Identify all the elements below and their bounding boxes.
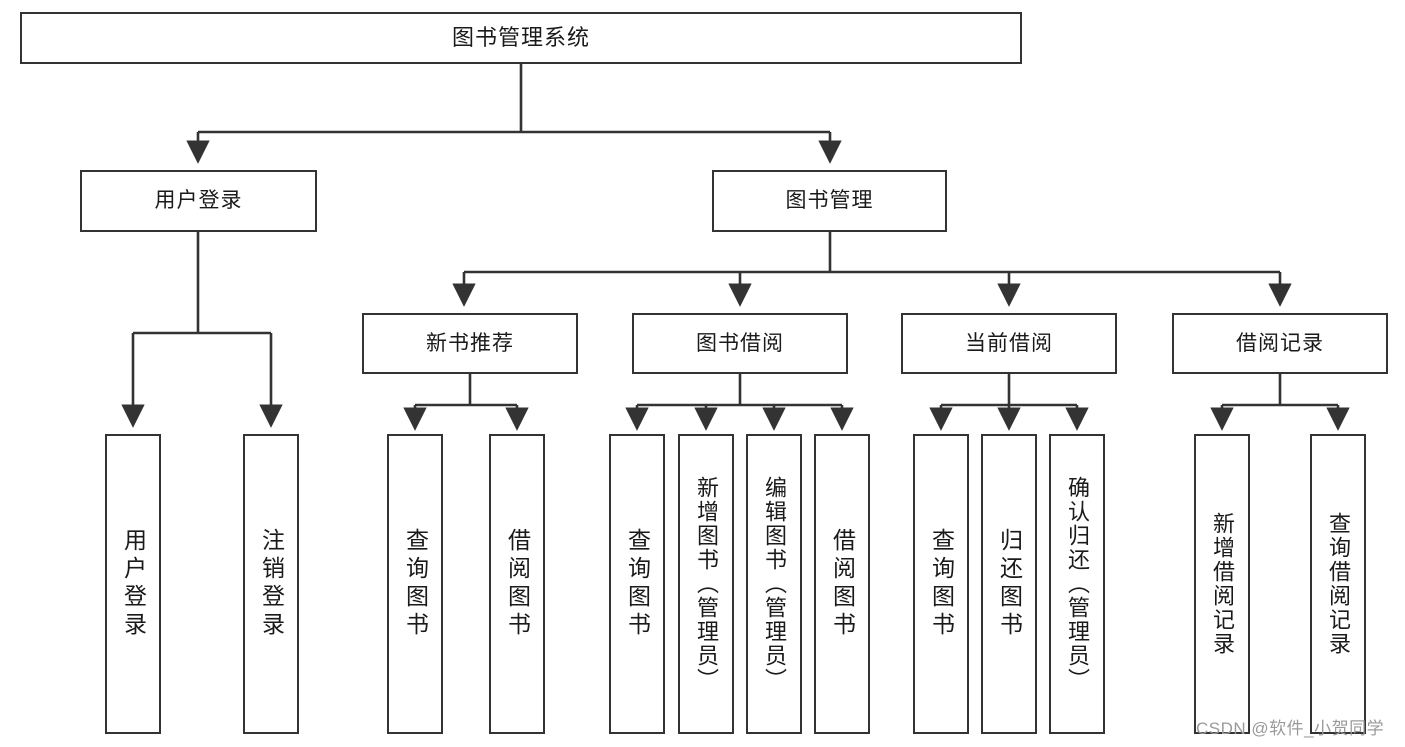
node-label: 查询借阅记录 [1326, 512, 1351, 656]
node-label: 查询图书 [928, 528, 955, 640]
leaf-query-book-borrow[interactable]: 查询图书 [609, 434, 665, 734]
node-label: 当前借阅 [965, 331, 1053, 355]
leaf-query-book-current[interactable]: 查询图书 [913, 434, 969, 734]
node-label: 借阅图书 [504, 528, 531, 640]
node-label: 图书管理 [785, 189, 874, 213]
leaf-query-book-recommend[interactable]: 查询图书 [387, 434, 443, 734]
node-label: 用户登录 [154, 189, 243, 213]
node-user-login[interactable]: 用户登录 [80, 170, 317, 232]
node-book-borrow[interactable]: 图书借阅 [632, 313, 848, 374]
leaf-user-logout[interactable]: 注销登录 [243, 434, 299, 734]
leaf-add-borrow-record[interactable]: 新增借阅记录 [1194, 434, 1250, 734]
node-label: 借阅图书 [829, 528, 856, 640]
node-label: 用户登录 [120, 528, 147, 640]
node-label: 查询图书 [624, 528, 651, 640]
node-current-borrow[interactable]: 当前借阅 [901, 313, 1117, 374]
node-label: 图书借阅 [696, 331, 784, 355]
leaf-query-borrow-record[interactable]: 查询借阅记录 [1310, 434, 1366, 734]
leaf-return-book[interactable]: 归还图书 [981, 434, 1037, 734]
leaf-confirm-return-admin[interactable]: 确认归还（管理员） [1049, 434, 1105, 734]
node-label: 图书管理系统 [451, 24, 590, 50]
leaf-user-login[interactable]: 用户登录 [105, 434, 161, 734]
node-label: 新增图书（管理员） [694, 476, 719, 692]
node-label: 编辑图书（管理员） [762, 476, 787, 692]
leaf-borrow-book-recommend[interactable]: 借阅图书 [489, 434, 545, 734]
leaf-edit-book-admin[interactable]: 编辑图书（管理员） [746, 434, 802, 734]
node-label: 借阅记录 [1236, 331, 1324, 355]
node-new-book-recommend[interactable]: 新书推荐 [362, 313, 578, 374]
node-root-system[interactable]: 图书管理系统 [20, 12, 1022, 64]
node-label: 归还图书 [996, 528, 1023, 640]
node-book-management[interactable]: 图书管理 [712, 170, 947, 232]
watermark-text: CSDN @软件_小贺同学 [1196, 719, 1385, 738]
node-label: 注销登录 [258, 528, 285, 640]
node-borrow-record[interactable]: 借阅记录 [1172, 313, 1388, 374]
node-label: 确认归还（管理员） [1065, 476, 1090, 692]
leaf-add-book-admin[interactable]: 新增图书（管理员） [678, 434, 734, 734]
node-label: 新增借阅记录 [1210, 512, 1235, 656]
node-label: 查询图书 [402, 528, 429, 640]
node-label: 新书推荐 [426, 331, 514, 355]
leaf-borrow-book[interactable]: 借阅图书 [814, 434, 870, 734]
